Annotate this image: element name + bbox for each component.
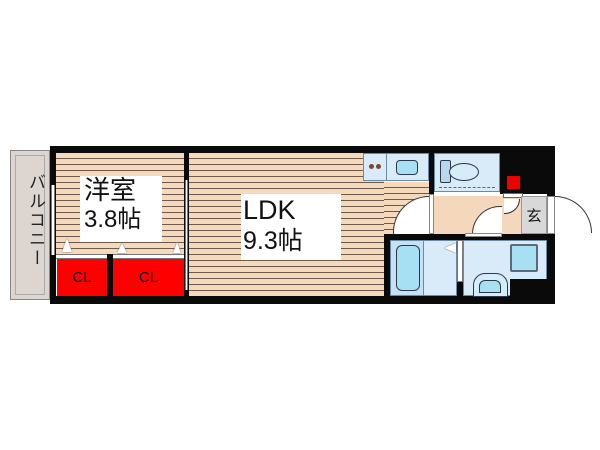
bath-door-frame[interactable] xyxy=(457,240,463,282)
wall-bath-left xyxy=(384,234,390,296)
kitchen-divider xyxy=(386,154,387,180)
balcony: バルコニー xyxy=(10,150,50,300)
washbasin-icon xyxy=(510,244,538,272)
stove-icon xyxy=(369,163,383,171)
corridor-wall-marker xyxy=(429,194,434,234)
toilet-door-slide[interactable] xyxy=(439,187,495,189)
closet-strip xyxy=(56,254,184,259)
bath-door-marker xyxy=(444,243,456,253)
entrance-door-arc[interactable] xyxy=(555,196,592,233)
washing-machine-drum xyxy=(479,280,501,293)
meter-box xyxy=(507,176,520,189)
closet-door-marker xyxy=(117,243,127,253)
bathroom xyxy=(390,240,457,296)
sliding-door-western-ldk[interactable] xyxy=(185,180,188,290)
bath-wall-stub xyxy=(457,282,463,296)
outer-wall-top xyxy=(50,146,555,153)
balcony-window[interactable] xyxy=(51,185,55,255)
outer-wall-right xyxy=(547,146,555,196)
closet-divider xyxy=(107,254,113,296)
wall-bath-top xyxy=(384,234,547,240)
wall-kitchen-toilet xyxy=(429,153,434,196)
washing-machine-icon xyxy=(473,273,508,297)
outer-wall-bottom xyxy=(50,296,555,304)
toilet-room xyxy=(434,153,500,192)
closet-1: CL xyxy=(57,259,107,296)
western-room-size: 3.8帖 xyxy=(84,206,142,233)
ldk-name: LDK xyxy=(243,195,296,225)
washroom-door-top xyxy=(465,233,502,237)
shoebox xyxy=(503,193,523,198)
ldk-label: LDK 9.3帖 xyxy=(241,194,341,260)
kitchen-counter xyxy=(363,153,429,181)
ldk-size: 9.3帖 xyxy=(243,227,303,255)
bathtub-icon xyxy=(396,245,420,291)
western-room-label: 洋室 3.8帖 xyxy=(80,176,162,242)
washroom-corner-wall xyxy=(510,279,547,296)
balcony-inner-border xyxy=(15,155,45,295)
western-room-name: 洋室 xyxy=(84,176,137,206)
balcony-label: バルコニー xyxy=(25,173,45,268)
entrance: 玄 xyxy=(521,196,547,234)
outer-wall-right-lower xyxy=(547,228,555,304)
sink-icon xyxy=(396,160,418,175)
closet-2: CL xyxy=(113,259,184,296)
entrance-door-frame xyxy=(547,196,555,234)
closet-door-marker xyxy=(62,238,72,252)
closet-door-marker xyxy=(173,242,181,253)
toilet-bowl-icon xyxy=(449,163,479,181)
entrance-label: 玄 xyxy=(526,206,542,225)
